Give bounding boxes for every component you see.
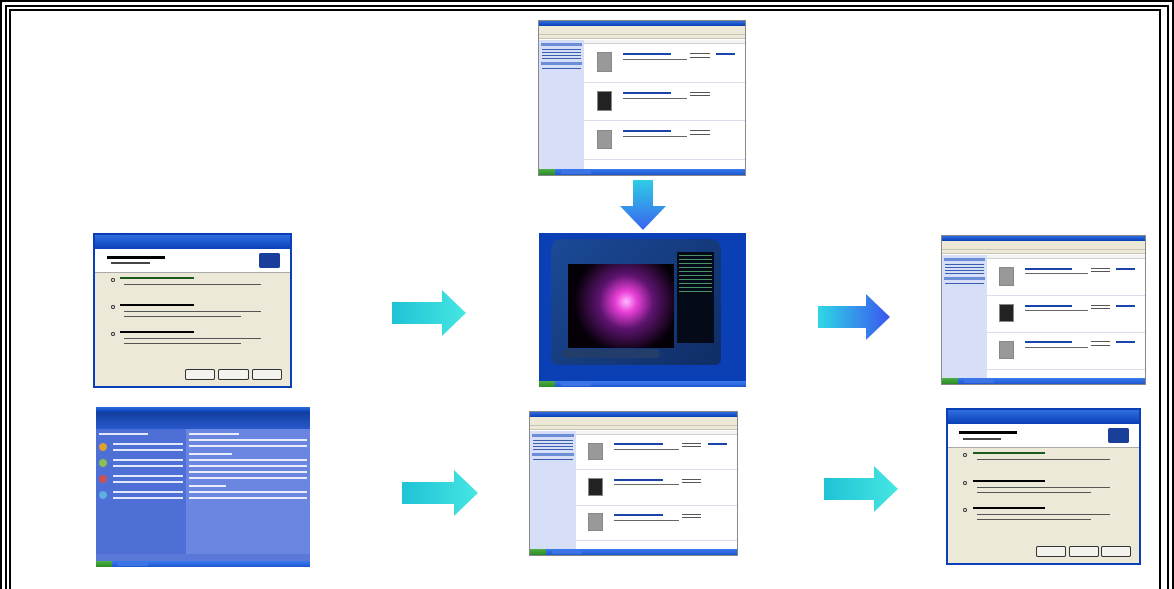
playlist bbox=[677, 251, 715, 343]
screenshot-bottom-browser bbox=[529, 411, 738, 556]
help-header bbox=[96, 412, 310, 432]
list-item bbox=[986, 259, 1145, 296]
list-item bbox=[575, 470, 737, 506]
arrow-down-icon bbox=[620, 180, 666, 230]
results-list bbox=[584, 40, 745, 169]
window-titlebar bbox=[539, 21, 745, 26]
list-item bbox=[584, 83, 745, 122]
screenshot-right-browser bbox=[941, 235, 1146, 385]
inner-frame bbox=[9, 9, 1161, 589]
screenshot-connection-wizard-right bbox=[946, 408, 1141, 565]
arrow-right-icon bbox=[818, 294, 890, 340]
network-icon bbox=[1108, 427, 1130, 443]
screenshot-help-center bbox=[96, 407, 310, 567]
screenshot-media-player bbox=[539, 233, 746, 387]
arrow-right-icon bbox=[392, 290, 466, 336]
player-skin bbox=[551, 239, 722, 366]
sidebar bbox=[539, 40, 585, 169]
list-item bbox=[986, 333, 1145, 370]
player-controls bbox=[561, 349, 661, 358]
arrow-right-icon bbox=[402, 470, 478, 516]
visualization bbox=[568, 264, 674, 348]
list-item bbox=[575, 435, 737, 471]
list-item bbox=[575, 506, 737, 542]
screenshot-top-browser bbox=[538, 20, 746, 176]
network-icon bbox=[258, 252, 281, 268]
list-item bbox=[986, 296, 1145, 333]
screenshot-connection-wizard-left bbox=[93, 233, 292, 388]
arrow-right-icon bbox=[824, 466, 898, 512]
list-item bbox=[584, 44, 745, 83]
list-item bbox=[584, 121, 745, 161]
